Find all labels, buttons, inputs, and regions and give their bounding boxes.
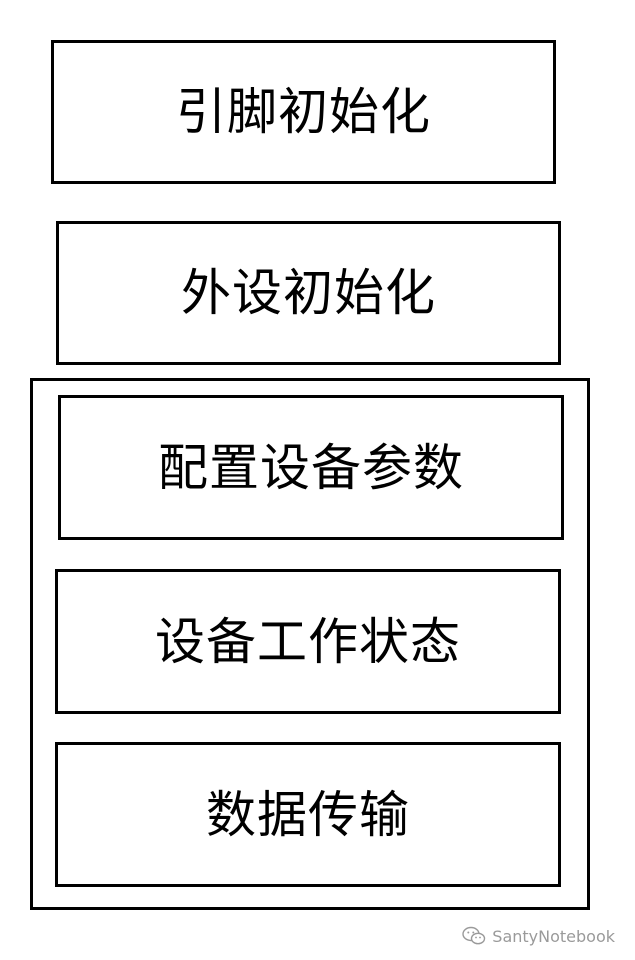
- peripheral-init-box: 外设初始化: [56, 221, 561, 365]
- work-state-label: 设备工作状态: [155, 612, 461, 671]
- data-transfer-label: 数据传输: [206, 785, 410, 844]
- config-params-box: 配置设备参数: [58, 395, 564, 540]
- wechat-icon: [462, 926, 486, 946]
- work-state-box: 设备工作状态: [55, 569, 561, 714]
- pin-init-box: 引脚初始化: [51, 40, 556, 184]
- pin-init-label: 引脚初始化: [176, 83, 431, 141]
- peripheral-init-label: 外设初始化: [181, 264, 436, 322]
- data-transfer-box: 数据传输: [55, 742, 561, 887]
- config-params-label: 配置设备参数: [158, 438, 464, 497]
- watermark-text: SantyNotebook: [492, 926, 615, 946]
- watermark: SantyNotebook: [462, 926, 615, 946]
